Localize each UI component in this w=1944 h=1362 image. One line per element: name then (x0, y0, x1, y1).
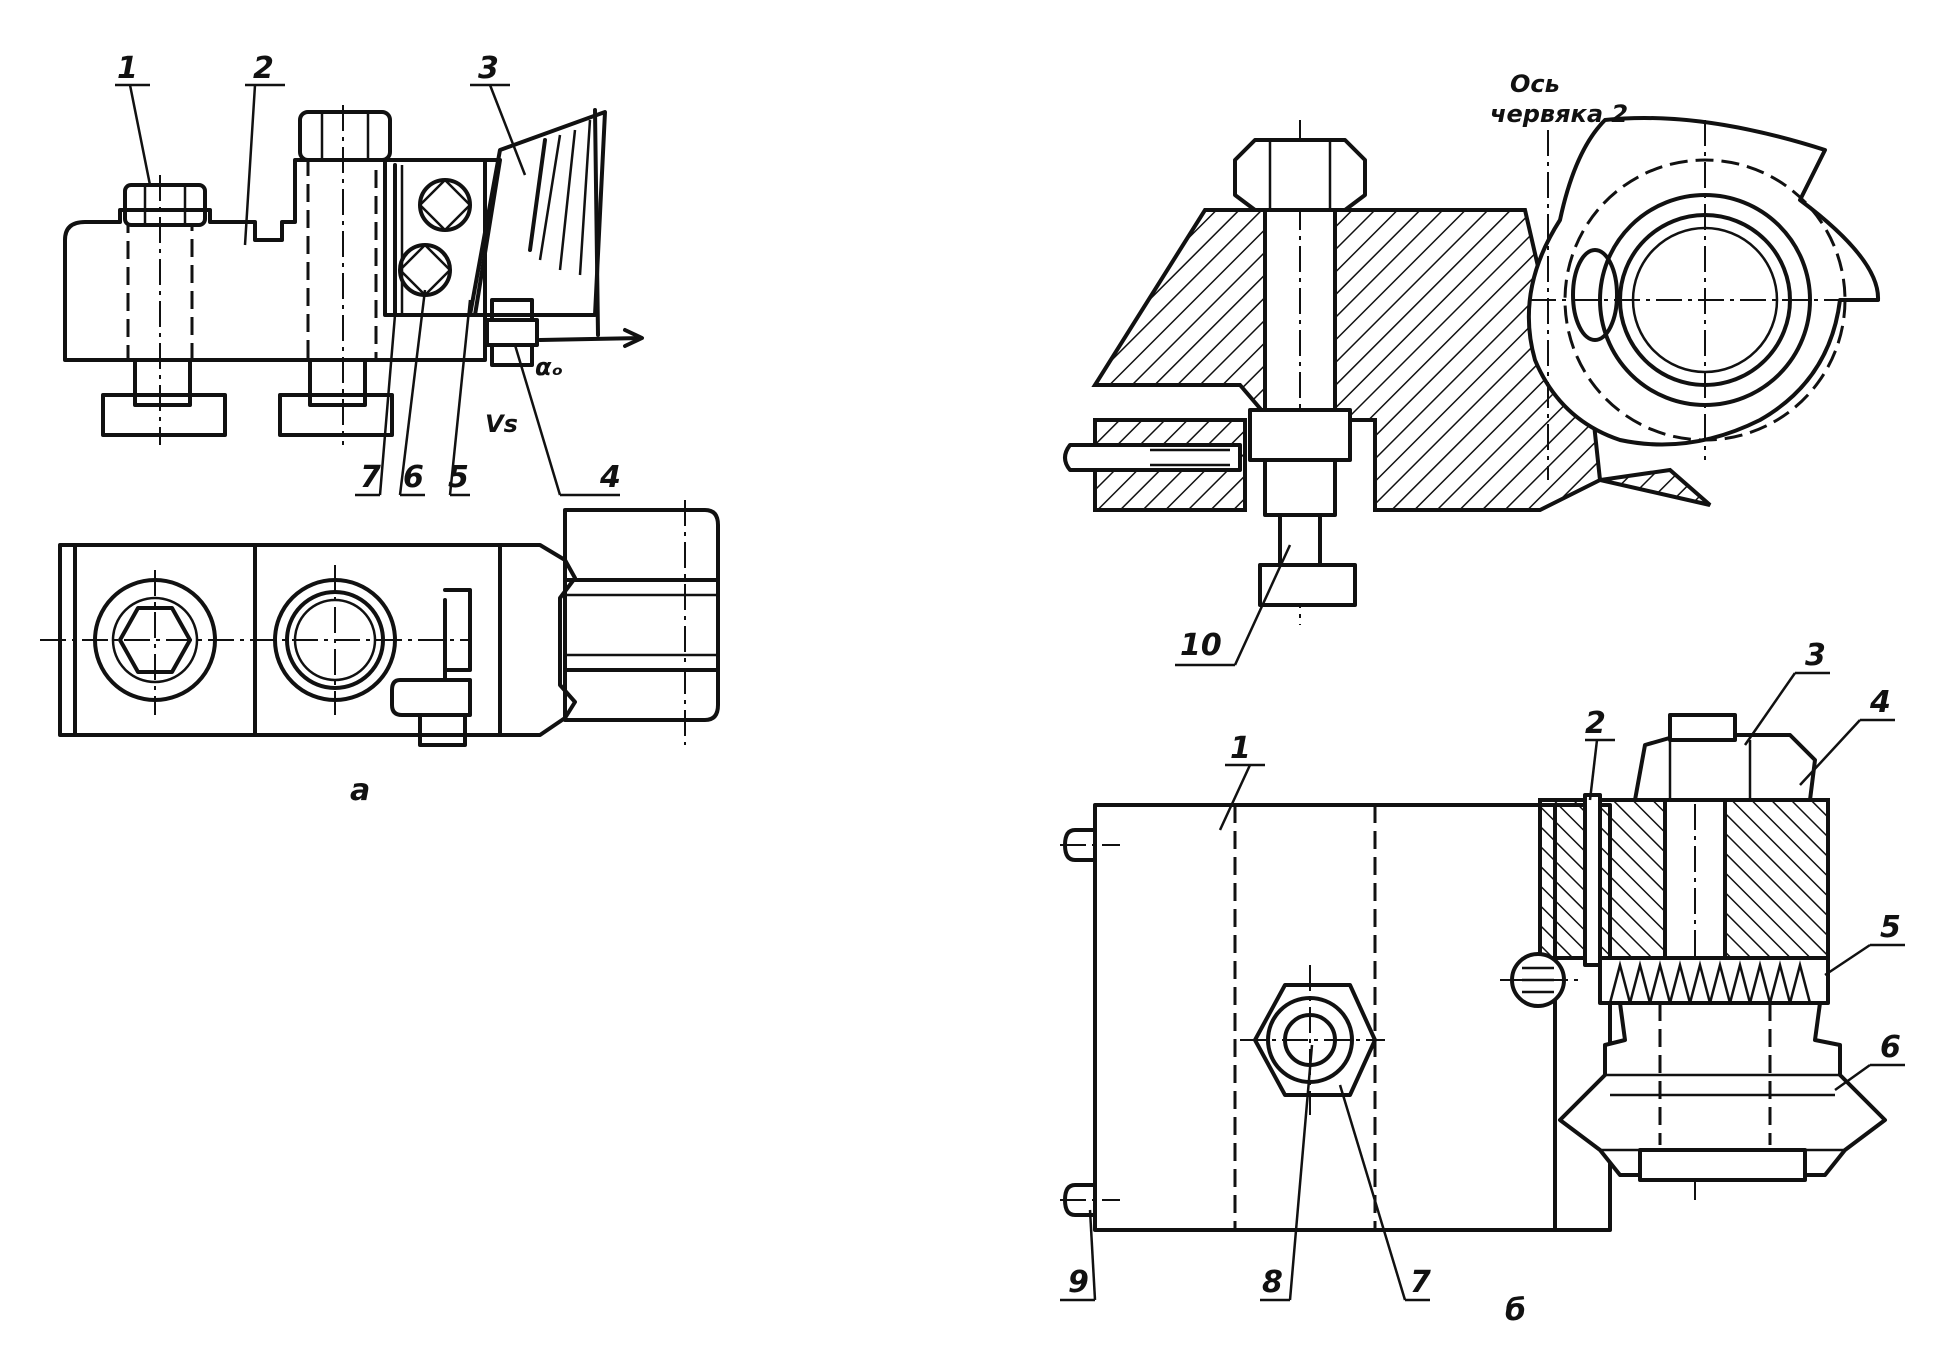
label-a-4: 4 (599, 460, 621, 495)
label-b-8: 8 (1262, 1265, 1283, 1300)
label-b-9: 9 (1068, 1265, 1089, 1300)
label-a-6: 6 (403, 460, 424, 495)
label-b-3: 3 (1805, 638, 1826, 673)
label-a-1: 1 (117, 51, 138, 86)
cutter-3 (468, 110, 607, 317)
alpha-label: αₒ (535, 353, 563, 381)
figure-b-section-view: Ось червяка 2 10 (1063, 70, 1881, 667)
label-b-10: 10 (1180, 628, 1222, 663)
figure-a-labels: 1 2 3 4 5 6 7 (115, 51, 621, 497)
label-b-1: 1 (1230, 731, 1251, 766)
label-b-2: 2 (1585, 706, 1606, 741)
axis-note-line2: червяка 2 (1490, 100, 1628, 128)
label-a-7: 7 (360, 460, 381, 495)
figure-a-side-view: αₒ Vs 1 2 3 4 5 6 7 (63, 51, 644, 497)
label-b-5: 5 (1880, 910, 1901, 945)
caption-b: б (1505, 1293, 1526, 1328)
figure-b-labels: 1 2 3 4 5 6 7 8 9 (1060, 638, 1905, 1302)
label-a-2: 2 (253, 51, 274, 86)
label-b-7: 7 (1410, 1265, 1431, 1300)
axis-note-line1: Ось (1510, 70, 1560, 98)
bolt-2 (278, 105, 394, 445)
label-b-4: 4 (1869, 685, 1891, 720)
figure-a-top-view (40, 500, 720, 747)
label-a-5: 5 (448, 460, 469, 495)
label-b-6: 6 (1880, 1030, 1901, 1065)
screw-4 (485, 298, 539, 367)
alpha-indicator: αₒ Vs (485, 108, 644, 438)
bolt-1 (101, 175, 227, 445)
vs-label: Vs (485, 410, 518, 438)
caption-a: a (350, 773, 370, 808)
label-a-3: 3 (478, 51, 499, 86)
figure-b-front-view: 1 2 3 4 5 6 7 8 9 (1060, 638, 1905, 1302)
